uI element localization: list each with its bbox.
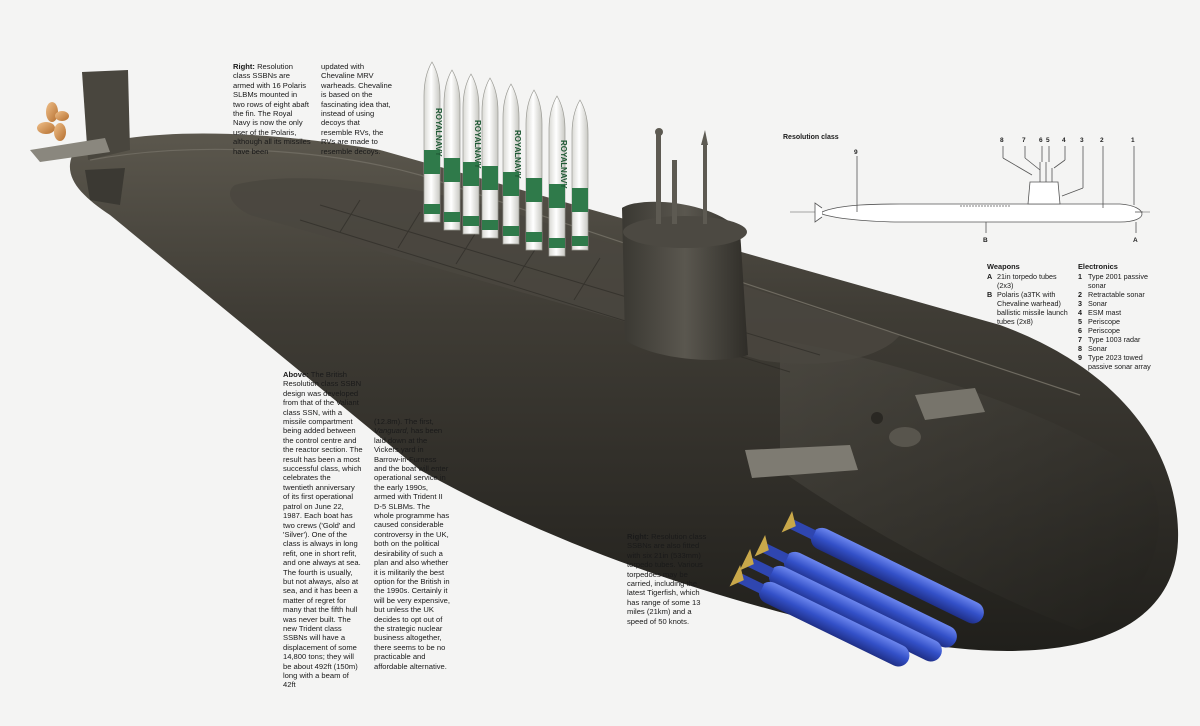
missile-marking-royal: ROYAL <box>559 140 568 167</box>
callout-6: 6 <box>1039 137 1043 144</box>
above-caption-col1: Above: The British Resolution class SSBN… <box>283 370 363 690</box>
fin-plane <box>745 445 858 478</box>
polaris-missiles <box>423 61 589 257</box>
profile-diagram <box>790 146 1150 233</box>
masts <box>655 128 708 224</box>
diagram-callouts: 8 7 6 5 4 3 2 1 9 B A <box>854 137 1138 244</box>
torpedo <box>729 564 910 667</box>
electronics-heading: Electronics <box>1078 262 1118 271</box>
torpedo <box>781 510 984 624</box>
callout-3: 3 <box>1080 137 1084 144</box>
propeller-icon <box>37 102 69 141</box>
missile-markings: ROYAL NAVY ROYAL NAVY ROYAL NAVY ROYAL N… <box>434 108 568 189</box>
missile-marking-royal: ROYAL <box>513 130 522 157</box>
stern-plane <box>30 138 110 162</box>
missile-marking-royal: ROYAL <box>473 120 482 147</box>
callout-b: B <box>983 237 988 244</box>
caption-lead: Above: <box>283 370 309 379</box>
polaris-missile <box>548 95 566 257</box>
polaris-missile <box>571 99 589 251</box>
diagram-title: Resolution class <box>783 134 839 141</box>
callout-8: 8 <box>1000 137 1004 144</box>
torpedo <box>739 548 942 662</box>
missile-marking-navy: NAVY <box>473 147 482 169</box>
missile-marking-navy: NAVY <box>513 157 522 179</box>
callout-1: 1 <box>1131 137 1135 144</box>
missile-marking-navy: NAVY <box>559 167 568 189</box>
polaris-missile <box>462 73 480 235</box>
callout-a: A <box>1133 237 1138 244</box>
missile-marking-navy: NAVY <box>434 135 443 157</box>
caption-lead: Right: <box>627 532 649 541</box>
polaris-missile <box>525 89 543 251</box>
polaris-missile <box>502 83 520 245</box>
above-caption-col2: (12.8m). The first, Vanguard, has been l… <box>374 417 450 671</box>
rudder <box>82 70 130 160</box>
polaris-missile <box>423 61 441 223</box>
polaris-missile <box>443 69 461 231</box>
callout-2: 2 <box>1100 137 1104 144</box>
callout-9: 9 <box>854 149 858 156</box>
fore-plane <box>915 388 985 420</box>
callout-4: 4 <box>1062 137 1066 144</box>
caption-lead: Right: <box>233 62 255 71</box>
callout-5: 5 <box>1046 137 1050 144</box>
polaris-caption-col2: updated with Chevaline MRV warheads. Che… <box>321 62 392 156</box>
callout-7: 7 <box>1022 137 1026 144</box>
polaris-missile <box>481 77 499 239</box>
torpedo-caption: Right: Resolution class SSBNs are also f… <box>627 532 707 626</box>
polaris-caption-col1: Right: Resolution class SSBNs are armed … <box>233 62 311 156</box>
missile-marking-royal: ROYAL <box>434 108 443 135</box>
torpedo <box>754 534 957 648</box>
torpedoes <box>729 510 984 667</box>
weapons-heading: Weapons <box>987 262 1020 271</box>
